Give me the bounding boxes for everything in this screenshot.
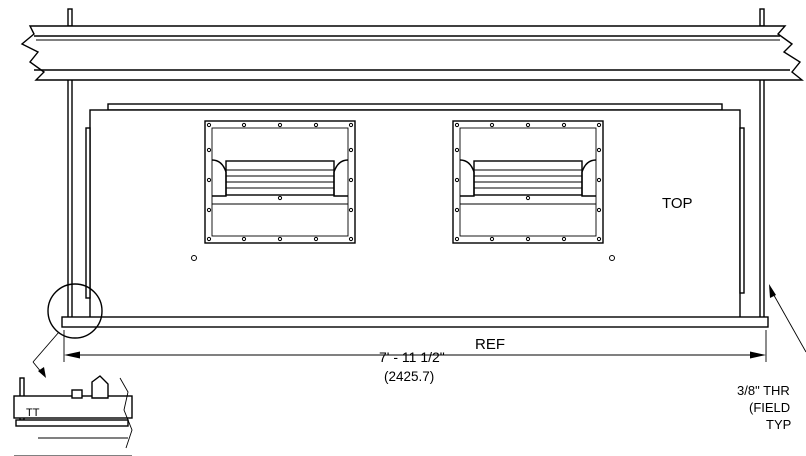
hanger-rods — [67, 80, 765, 318]
dimension-line — [63, 330, 767, 362]
blower-right — [452, 120, 604, 244]
unit-cabinet — [85, 103, 745, 319]
base-rail — [61, 316, 769, 328]
detail-view — [13, 375, 133, 456]
dimension-metric: (2425.7) — [384, 369, 434, 384]
top-label: TOP — [662, 195, 693, 212]
rod-callout-line2: (FIELD — [749, 400, 790, 415]
rod-callout-leader — [769, 284, 806, 353]
ref-label: REF — [475, 336, 505, 353]
rod-callout-line1: 3/8" THR — [737, 383, 790, 398]
detail-callout — [32, 283, 103, 378]
rod-stubs-top — [67, 8, 765, 27]
dimension-imperial: 7' - 11 1/2" — [379, 349, 445, 365]
detail-mark: TT — [26, 407, 40, 419]
blower-left — [204, 120, 356, 244]
rod-callout-line3: TYP — [766, 417, 791, 432]
support-beam — [20, 25, 804, 81]
